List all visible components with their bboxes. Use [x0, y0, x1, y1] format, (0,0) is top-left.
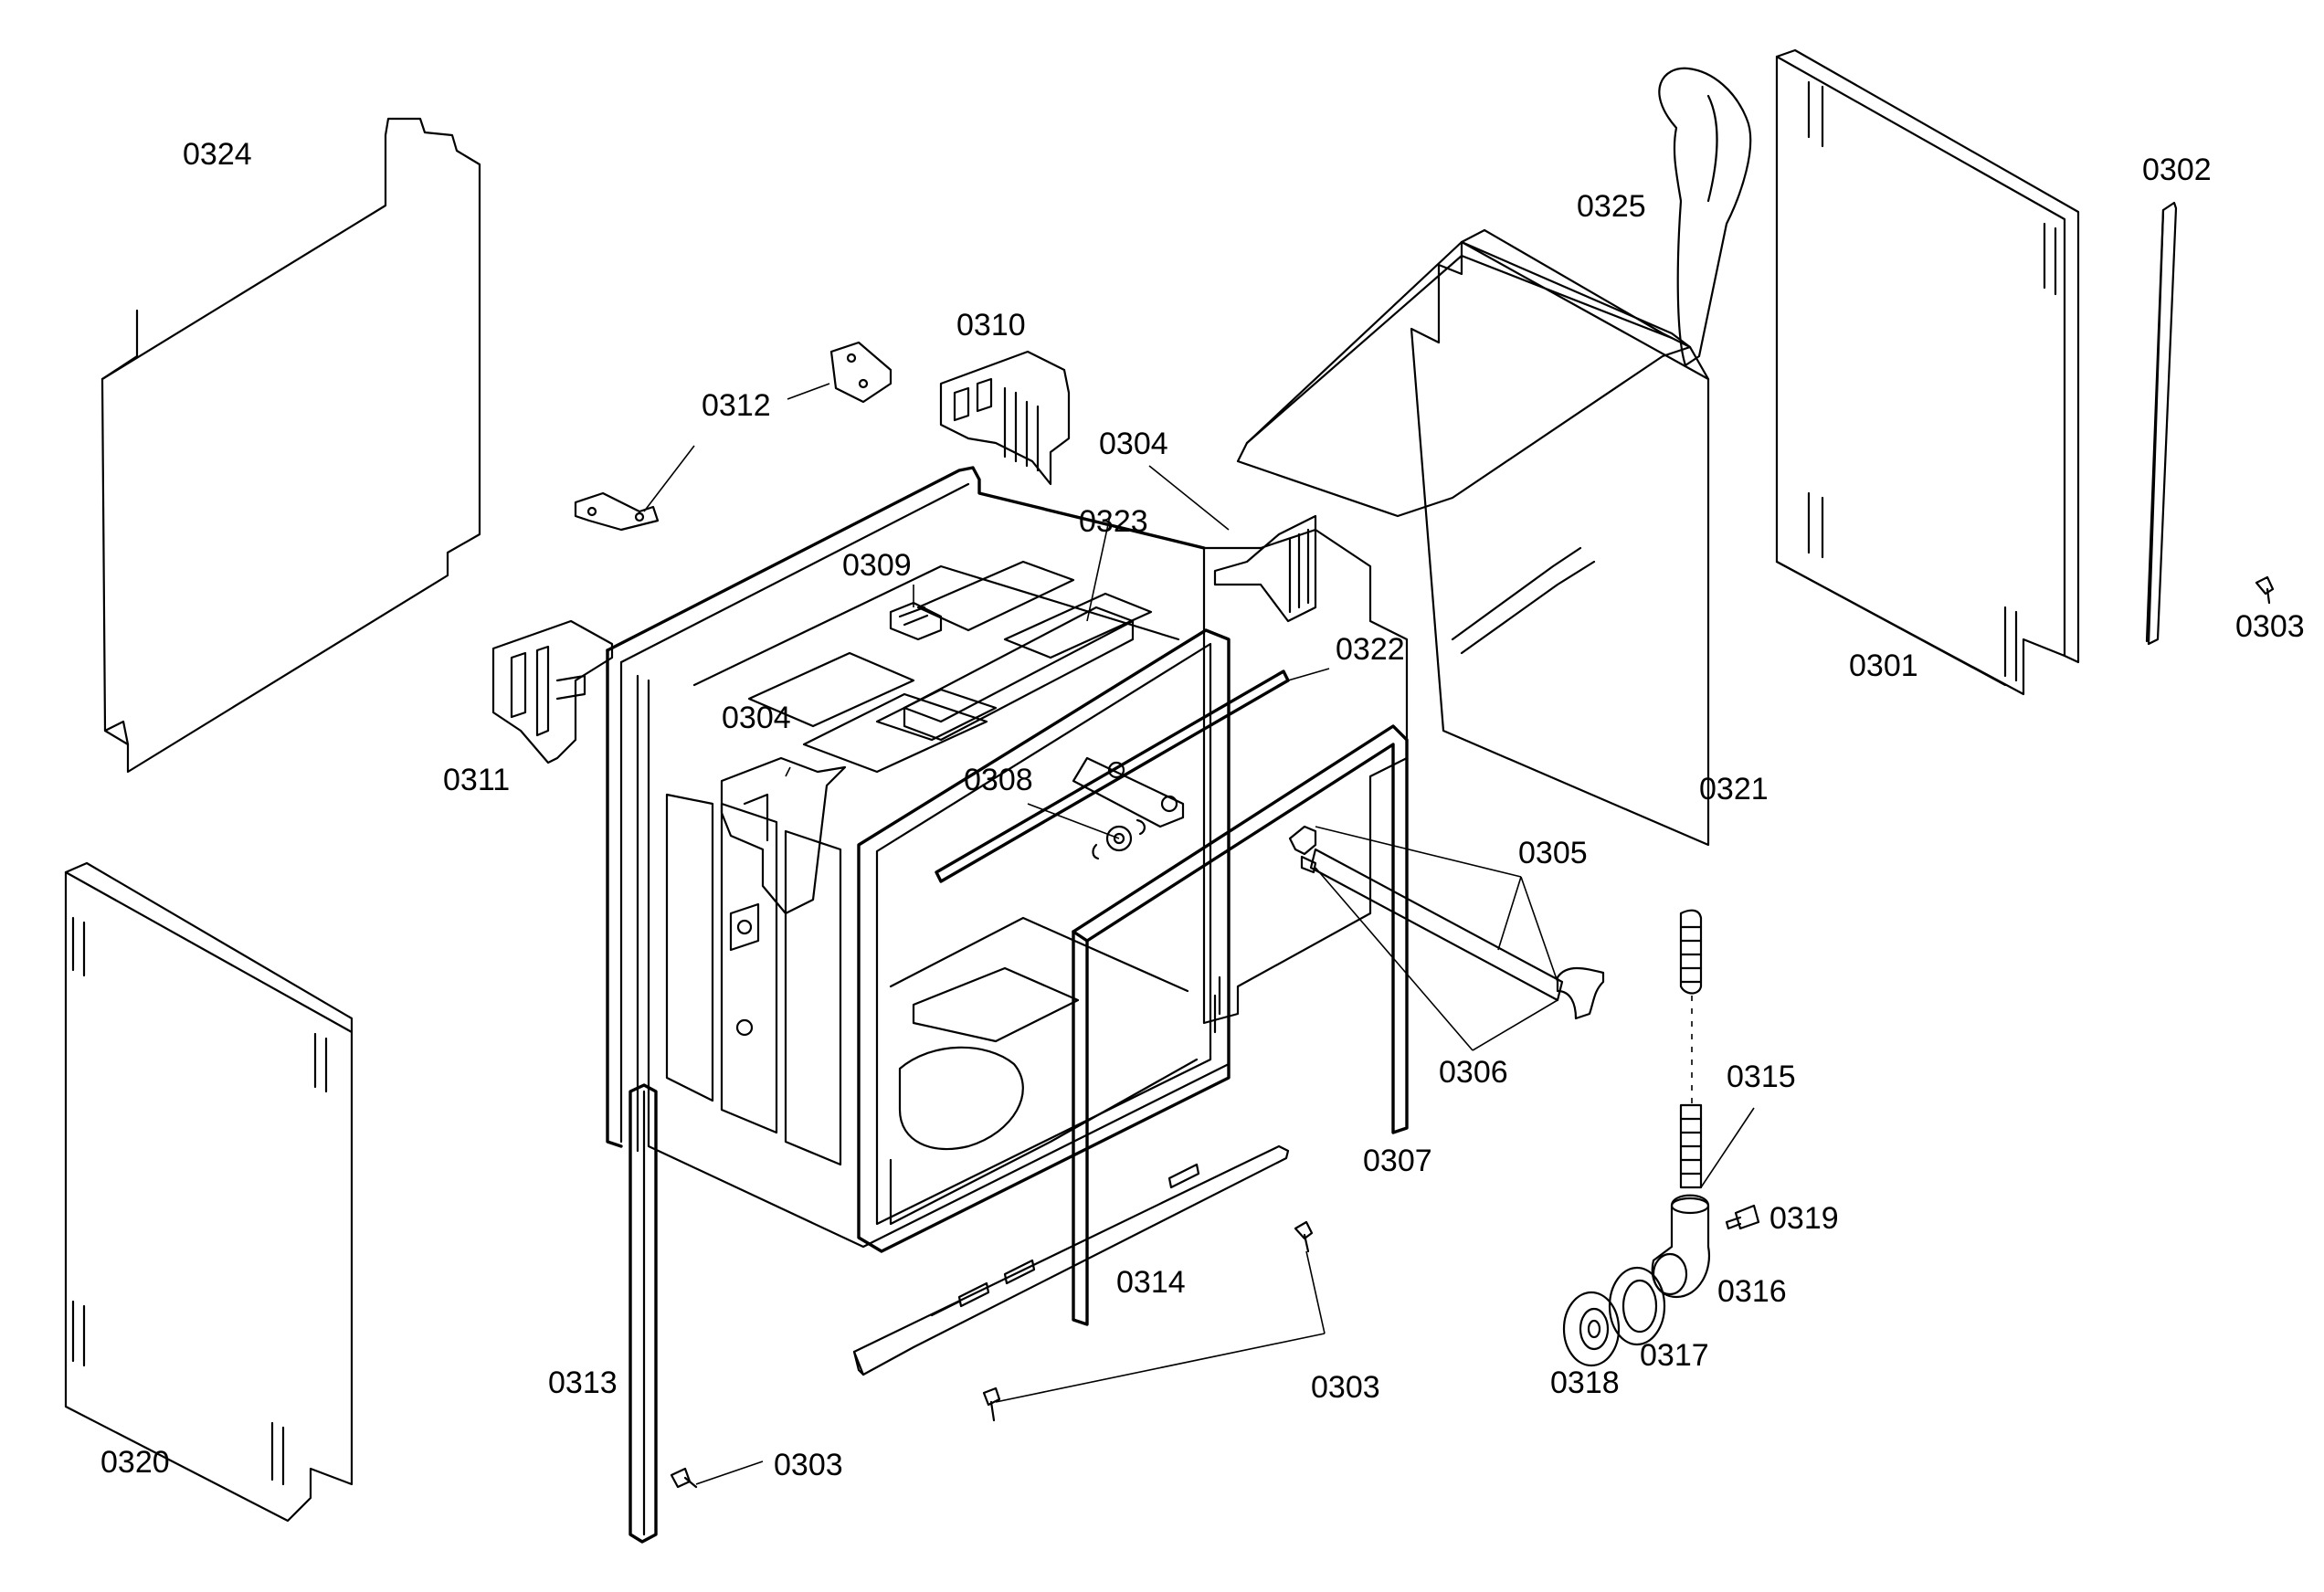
label-0317: 0317 [1640, 1338, 1709, 1373]
part-0321-insulation-panel [1410, 228, 1710, 847]
part-0302-trim-strip [2145, 201, 2178, 646]
label-0302: 0302 [2142, 153, 2212, 187]
part-0312-bracket-bottom [574, 491, 660, 532]
cabinet-side-panel [1202, 528, 1409, 1025]
part-0309-clip [889, 601, 943, 641]
part-0306-clip [1288, 825, 1317, 874]
label-0314: 0314 [1116, 1265, 1186, 1300]
label-0301: 0301 [1849, 648, 1918, 683]
label-0315: 0315 [1727, 1060, 1796, 1094]
part-0325-insulation [1658, 67, 1752, 367]
label-0322: 0322 [1336, 632, 1405, 667]
part-0318-nut [1562, 1291, 1621, 1367]
part-0303-screw-top-right [2255, 575, 2275, 605]
part-0301-side-panel [1775, 48, 2080, 696]
part-0314-bottom-rail [852, 1144, 1290, 1376]
part-0315-hose [1679, 909, 1703, 1189]
part-0317-nut [1608, 1266, 1666, 1346]
label-0323: 0323 [1079, 504, 1148, 539]
label-0318: 0318 [1550, 1365, 1620, 1400]
part-0324-top-panel [100, 117, 481, 774]
label-0319: 0319 [1769, 1201, 1839, 1236]
label-0304-mid: 0304 [722, 701, 791, 735]
label-0303-mid: 0303 [1311, 1370, 1380, 1405]
label-0311: 0311 [443, 763, 510, 797]
label-0306: 0306 [1439, 1055, 1508, 1090]
part-0307-frame-rail [1072, 724, 1409, 1326]
part-tub-cabinet [606, 466, 1231, 1253]
leader-lines [643, 383, 1755, 1485]
label-0309: 0309 [842, 548, 912, 583]
part-0304-top-bracket [1213, 514, 1317, 623]
part-labels: 0324 0325 0302 0303 0310 0312 0304 0323 … [100, 137, 2305, 1482]
part-0321-top-cover [1236, 240, 1692, 518]
part-0312-bracket-top [829, 341, 893, 404]
label-0313: 0313 [548, 1365, 618, 1400]
part-0311-bracket [491, 619, 614, 764]
label-0324: 0324 [183, 137, 252, 172]
part-0313-frame-rail [629, 1083, 658, 1544]
part-0310-bracket [939, 350, 1071, 486]
part-0320-side-panel [64, 861, 354, 1523]
part-0319-screw [1725, 1204, 1760, 1230]
label-0325: 0325 [1577, 189, 1646, 224]
part-0303-screw-bottom [670, 1467, 698, 1489]
label-0312: 0312 [702, 388, 771, 423]
label-0303-bottom: 0303 [774, 1448, 843, 1482]
label-0303-top: 0303 [2235, 609, 2305, 644]
label-0307: 0307 [1363, 1144, 1432, 1178]
label-0316: 0316 [1717, 1274, 1787, 1309]
label-0308: 0308 [964, 763, 1033, 797]
part-0316-elbow [1651, 1194, 1711, 1299]
label-0304-top: 0304 [1099, 427, 1168, 461]
part-0304-mid-bracket [720, 756, 847, 1037]
label-0305: 0305 [1518, 836, 1588, 870]
label-0310: 0310 [956, 308, 1026, 343]
label-0320: 0320 [100, 1445, 170, 1480]
label-0321: 0321 [1699, 772, 1769, 807]
part-0305-rod [1309, 848, 1605, 1020]
part-0303-screw-middle [982, 1220, 1314, 1422]
part-0308-bracket [1072, 756, 1185, 860]
